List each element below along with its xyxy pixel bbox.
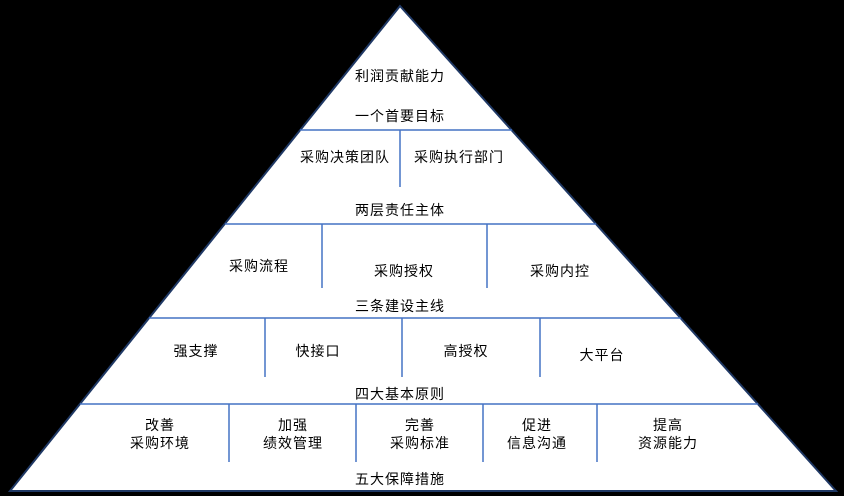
level-5-cell-3: 完善 采购标准	[390, 416, 450, 451]
level-3-cell-2: 采购授权	[374, 262, 434, 279]
level-4-cell-2: 快接口	[295, 342, 341, 359]
level-3-cell-3: 采购内控	[530, 262, 590, 279]
level-5-cell-5: 提高 资源能力	[638, 416, 698, 451]
level-2-cell-2: 采购执行部门	[414, 148, 504, 165]
level-4-cell-3: 高授权	[443, 342, 489, 359]
level-4-cell-4: 大平台	[579, 346, 625, 363]
level-5-cell-4: 促进 信息沟通	[507, 416, 567, 451]
pyramid-divider-lines	[80, 129, 758, 462]
level-5-label: 五大保障措施	[355, 470, 445, 487]
level-5-cell-2: 加强 绩效管理	[263, 416, 323, 451]
pyramid-outline	[7, 4, 839, 492]
level-1-cell-1: 利润贡献能力	[355, 67, 445, 84]
level-5-cell-1: 改善 采购环境	[130, 416, 190, 451]
level-1-label: 一个首要目标	[355, 107, 445, 124]
level-3-cell-1: 采购流程	[229, 257, 289, 274]
level-4-label: 四大基本原则	[355, 385, 445, 402]
level-3-label: 三条建设主线	[355, 297, 445, 314]
level-4-cell-1: 强支撑	[173, 342, 219, 359]
level-2-label: 两层责任主体	[355, 201, 445, 218]
level-2-cell-1: 采购决策团队	[300, 148, 390, 165]
